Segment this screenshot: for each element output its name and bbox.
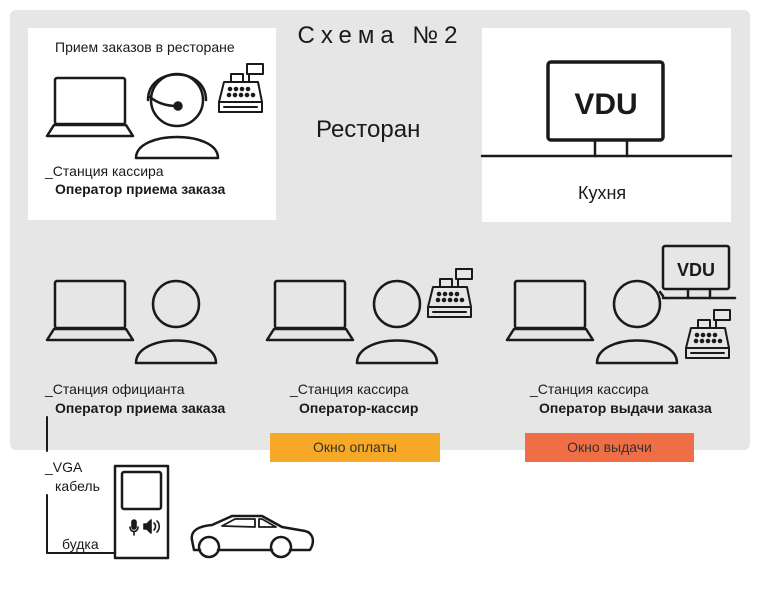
laptop-icon — [45, 279, 135, 342]
laptop-icon — [265, 279, 355, 342]
cash-register-icon — [427, 268, 473, 318]
cable-label: кабель — [55, 478, 100, 494]
waiter-operator-label: Оператор приема заказа — [55, 400, 226, 416]
headset-icon — [146, 73, 208, 111]
operator-label: Оператор приема заказа — [55, 181, 226, 197]
diagram-title: Схема №2 — [297, 22, 464, 49]
order-intake-heading: Прием заказов в ресторане — [55, 39, 235, 55]
laptop-icon — [505, 279, 595, 342]
pickup-window-button[interactable]: Окно выдачи — [525, 433, 694, 462]
cashier-operator-label: Оператор-кассир — [299, 400, 419, 416]
monitor-icon — [480, 60, 733, 158]
person-icon — [134, 72, 220, 160]
booth-label: будка — [62, 536, 99, 552]
cash-register-icon — [685, 309, 731, 359]
laptop-icon — [45, 76, 135, 138]
vga-label: _VGA — [45, 459, 83, 475]
booth-icon — [113, 464, 170, 560]
pickup-station-label: _Станция кассира — [530, 381, 649, 397]
speaker-icon — [143, 519, 161, 534]
pickup-vdu-label: VDU — [677, 260, 715, 280]
payment-window-button[interactable]: Окно оплаты — [270, 433, 440, 462]
car-icon — [190, 514, 315, 559]
kitchen-label: Кухня — [578, 183, 627, 203]
microphone-icon — [129, 519, 139, 536]
station-label: _Станция кассира — [45, 163, 164, 179]
pickup-operator-label: Оператор выдачи заказа — [539, 400, 712, 416]
vga-cable — [46, 416, 116, 554]
monitor-icon — [658, 244, 737, 300]
cashier-station-label: _Станция кассира — [290, 381, 409, 397]
person-icon — [134, 279, 218, 365]
restaurant-label: Ресторан — [316, 116, 421, 143]
cash-register-icon — [218, 63, 264, 113]
person-icon — [595, 279, 679, 365]
kitchen-vdu-label: VDU — [574, 88, 637, 121]
person-icon — [355, 279, 439, 365]
waiter-station-label: _Станция официанта — [45, 381, 185, 397]
